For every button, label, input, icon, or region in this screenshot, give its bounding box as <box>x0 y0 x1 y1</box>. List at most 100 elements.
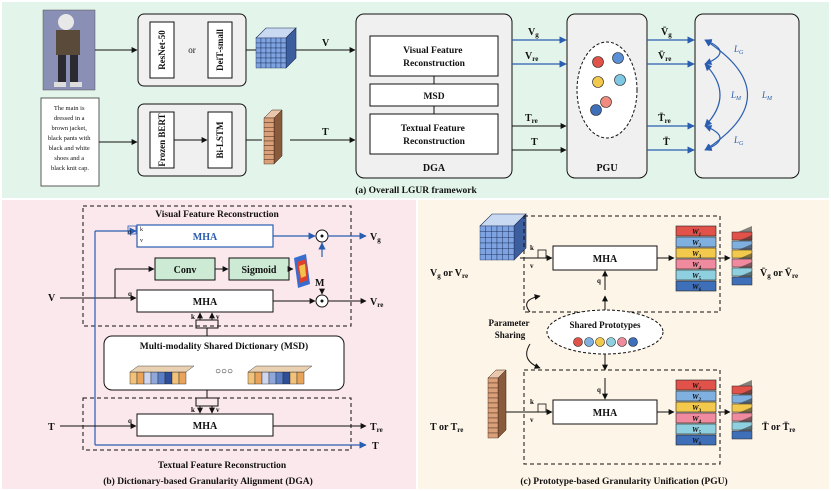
or-label: or <box>188 45 196 55</box>
cube-cell <box>280 42 287 49</box>
shared-prototype-dots <box>573 337 638 347</box>
stripe-cell <box>487 397 499 404</box>
cube-cell <box>496 254 503 261</box>
cube-cell <box>275 37 282 44</box>
prototype-dot <box>600 96 612 108</box>
cube-cell <box>275 42 282 49</box>
deit-label: DeiT-small <box>215 29 225 71</box>
cube-cell <box>270 57 277 64</box>
cube-cell <box>270 37 277 44</box>
cube-cell <box>479 248 486 255</box>
person-image <box>42 9 96 91</box>
cube-cell <box>260 57 267 64</box>
cube-cell <box>255 42 262 49</box>
w-label: W1 <box>692 227 701 238</box>
dga-b-out-vg: Vg <box>370 232 381 244</box>
cube-cell <box>260 52 267 59</box>
stack-cell <box>731 430 753 440</box>
cube-cell <box>502 237 509 244</box>
visual-recon-region <box>82 205 352 327</box>
m-label: M <box>315 278 325 289</box>
param-sharing-arrow-down <box>526 343 541 369</box>
cube-cell <box>260 42 267 49</box>
panel-a-caption: (a) Overall LGUR framework <box>355 185 477 196</box>
pgu-out-vg: V̄g <box>661 26 672 39</box>
cube-cell <box>508 254 515 261</box>
cube-cell <box>255 37 262 44</box>
pgu-output-stack-bottom <box>731 380 753 440</box>
shared-prototype-dot <box>595 337 605 347</box>
loss-m-arc-outer <box>704 39 749 151</box>
dga-title: DGA <box>423 163 446 174</box>
mha-textual <box>136 413 274 437</box>
msd-cell <box>275 371 284 385</box>
cube-cell <box>275 57 282 64</box>
w-label: W3 <box>692 403 702 414</box>
shared-prototypes-ellipse <box>546 309 664 355</box>
cube-cell <box>265 62 272 69</box>
bilstm-label: Bi-LSTM <box>215 121 225 159</box>
q-label-b2: q <box>128 290 132 298</box>
cube-cell <box>270 47 277 54</box>
stripe-cell <box>263 131 275 137</box>
stripe-cell <box>263 149 275 155</box>
w-cell <box>675 258 717 270</box>
loss-g-bottom: LG <box>733 135 744 147</box>
cube-cell <box>275 47 282 54</box>
cube-cell <box>502 242 509 249</box>
w-label: W1 <box>692 381 701 392</box>
cube-cell <box>485 237 492 244</box>
cube-cell <box>508 225 515 232</box>
v-label-c1: v <box>530 262 534 270</box>
cube-cell <box>270 52 277 59</box>
dga-out-t: T <box>531 137 538 148</box>
cube-cell <box>502 248 509 255</box>
panel-b-caption: (b) Dictionary-based Granularity Alignme… <box>103 476 313 487</box>
pgu-mha-top <box>552 245 658 271</box>
prototype-dot <box>590 104 602 116</box>
pgu-out-t: T̄ <box>663 136 670 148</box>
w-cell <box>675 423 717 435</box>
pgu-out-bottom: T̄ or T̄re <box>762 421 795 434</box>
text-query: The main is dressed in a brown jacket, b… <box>48 105 92 172</box>
msd-cell <box>157 371 166 385</box>
msd-cell <box>178 371 187 385</box>
w-cell <box>675 412 717 424</box>
stripe-cell <box>487 387 499 394</box>
msd-cell <box>143 371 152 385</box>
stripe-cell <box>487 377 499 384</box>
w-label: W4 <box>692 260 702 271</box>
w-label: W6 <box>692 436 702 447</box>
w-cell <box>675 280 717 292</box>
dga-visual-recon-label: Visual Feature Reconstruction <box>403 46 465 69</box>
cube-cell <box>508 237 515 244</box>
cube-cell <box>479 231 486 238</box>
panel-a: The main is dressed in a brown jacket, b… <box>2 2 829 198</box>
w-cell <box>675 269 717 281</box>
shared-prototype-dot <box>628 337 638 347</box>
mha-visual-global-label: MHA <box>193 232 218 243</box>
cube-cell <box>491 231 498 238</box>
k-label-c2: k <box>530 398 534 406</box>
msd-cell <box>268 371 277 385</box>
prototype-dot <box>592 56 604 68</box>
cube-cell <box>255 57 262 64</box>
cube-cell <box>508 248 515 255</box>
v-label-b2: v <box>216 313 220 321</box>
pgu-input-stripe <box>487 369 507 439</box>
cube-cell <box>502 254 509 261</box>
visual-recon-title: Visual Feature Reconstruction <box>155 210 279 220</box>
k-label-b2: k <box>191 313 195 321</box>
text-feature-stripe <box>263 109 283 165</box>
stripe-cell <box>487 427 499 434</box>
cube-cell <box>280 37 287 44</box>
w-label: W3 <box>692 249 702 260</box>
w-cell <box>675 379 717 391</box>
bert-label: Frozen BERT <box>157 113 167 166</box>
dga-msd-label: MSD <box>423 92 444 102</box>
cube-cell <box>255 52 262 59</box>
msd-cell <box>164 371 173 385</box>
msd-cell <box>282 371 291 385</box>
cube-cell <box>491 254 498 261</box>
